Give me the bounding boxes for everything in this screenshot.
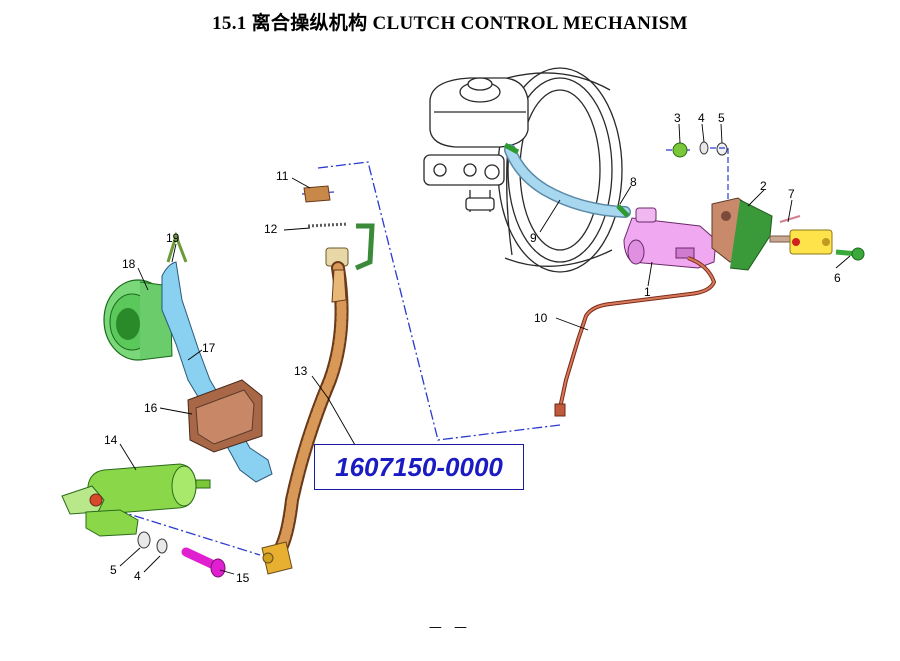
- master-cylinder-fasteners: [666, 141, 729, 200]
- page-mark: — —: [428, 620, 472, 635]
- callout-2: 2: [760, 179, 767, 193]
- hose-upper-fittings: [301, 185, 375, 271]
- callout-11: 11: [276, 169, 289, 183]
- callout-16: 16: [144, 401, 158, 415]
- callout-17: 17: [202, 341, 216, 355]
- slave-cylinder-fasteners: [137, 531, 226, 578]
- callout-6: 6: [834, 271, 841, 285]
- callout-12: 12: [264, 222, 278, 236]
- clutch-master-cylinder: [623, 207, 717, 269]
- callout-1: 1: [644, 285, 651, 299]
- callout-19: 19: [166, 231, 180, 245]
- braided-clutch-hose: [261, 261, 349, 575]
- callout-5: 5: [718, 111, 725, 125]
- part-number-box: 1607150-0000: [314, 444, 524, 490]
- page-title: 15.1 离合操纵机构 CLUTCH CONTROL MECHANISM: [212, 13, 688, 34]
- slave-cylinder: [61, 463, 211, 537]
- brake-fluid-reservoir: [423, 77, 529, 212]
- dust-boot: [187, 379, 263, 453]
- callout-3: 3: [674, 111, 681, 125]
- callout-15: 15: [236, 571, 250, 585]
- release-bearing: [103, 279, 173, 361]
- callout-5-lower: 5: [110, 563, 117, 577]
- pedal-bracket: [711, 197, 773, 271]
- callout-13: 13: [294, 364, 308, 378]
- callout-9: 9: [530, 231, 537, 245]
- callout-14: 14: [104, 433, 118, 447]
- callout-10: 10: [534, 311, 548, 325]
- callout-8: 8: [630, 175, 637, 189]
- callout-4-lower: 4: [134, 569, 141, 583]
- callout-4: 4: [698, 111, 705, 125]
- clevis-assembly: [769, 215, 865, 261]
- part-number: 1607150-0000: [335, 451, 503, 482]
- callout-7: 7: [788, 187, 795, 201]
- callout-18: 18: [122, 257, 136, 271]
- callout-labels: 3 4 5 2 7 6 8 9 1 10 11 12 13 14 18 19 1…: [104, 111, 841, 585]
- hydraulic-pipe: [558, 256, 717, 409]
- leader-lines: [119, 123, 851, 575]
